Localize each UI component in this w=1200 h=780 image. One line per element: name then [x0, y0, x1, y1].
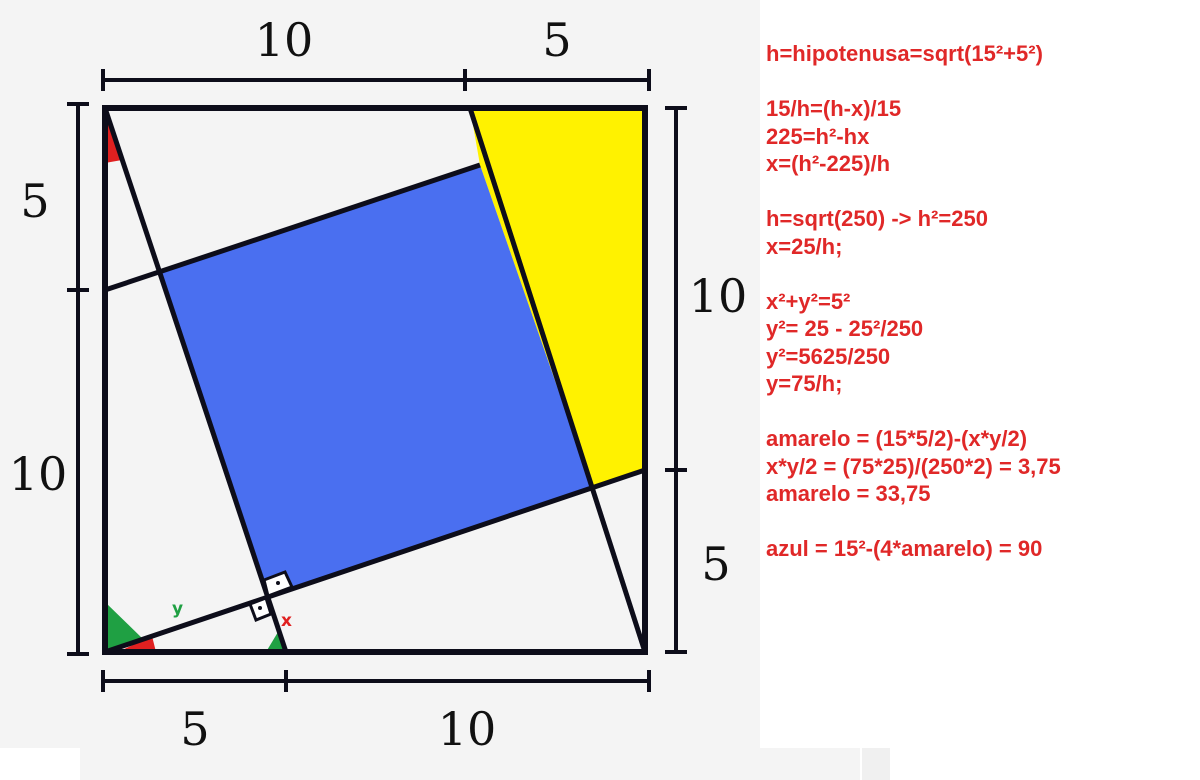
outer-square: [102, 105, 648, 655]
note-line: x=25/h;: [766, 233, 843, 259]
note-line: [766, 508, 1186, 536]
line-left-to-top: [104, 162, 481, 293]
note-line: [766, 260, 1186, 288]
bottom-strip: [80, 748, 860, 780]
dim-left-bottom: 10: [9, 447, 68, 501]
note-line: azul = 15²-(4*amarelo) = 90: [766, 536, 1043, 561]
dim-left-top: 5: [20, 174, 49, 228]
note-line: amarelo = (15*5/2)-(x*y/2): [766, 426, 1028, 451]
line-top-left-to-bottom: [102, 107, 289, 653]
yellow-region: [470, 108, 645, 490]
bottom-strip-small: [862, 748, 890, 780]
note-line: 225=h²-hx: [766, 123, 870, 149]
green-angle-bottom-left: [105, 602, 144, 652]
dim-top-right: 5: [542, 13, 571, 67]
note-line: [766, 68, 1186, 96]
dim-bottom-right: 10: [438, 702, 497, 756]
note-line: [766, 398, 1186, 426]
note-line: y=75/h;: [766, 371, 843, 396]
note-line: [766, 178, 1186, 206]
note-line: amarelo = 33,75: [766, 481, 931, 506]
line-top-to-bottom-right: [467, 107, 648, 653]
note-line: x=(h²-225)/h: [766, 151, 891, 176]
note-line: x²+y²=5²: [766, 288, 851, 314]
solution-notes: h=hipotenusa=sqrt(15²+5²) 15/h=(h-x)/15 …: [766, 40, 1186, 563]
label-y: y: [172, 599, 183, 619]
dim-bottom-left: 5: [180, 702, 209, 756]
label-x: x: [281, 611, 292, 631]
note-line: x*y/2 = (75*25)/(250*2) = 3,75: [766, 453, 1061, 479]
line-bottom-left-to-right: [104, 467, 646, 655]
blue-square: [160, 165, 593, 596]
note-line: h=hipotenusa=sqrt(15²+5²): [766, 41, 1043, 66]
note-line: y²=5625/250: [766, 343, 891, 369]
dim-top-left: 10: [255, 13, 314, 67]
note-line: h=sqrt(250) -> h²=250: [766, 206, 988, 231]
geometry-diagram: 10 5 5 10 10 5 5 10 x y: [9, 13, 748, 756]
note-line: y²= 25 - 25²/250: [766, 316, 924, 341]
dim-right-bottom: 5: [701, 537, 730, 591]
dim-right-top: 10: [689, 269, 748, 323]
green-angle-bottom-mid: [266, 632, 286, 652]
note-line: 15/h=(h-x)/15: [766, 96, 902, 121]
